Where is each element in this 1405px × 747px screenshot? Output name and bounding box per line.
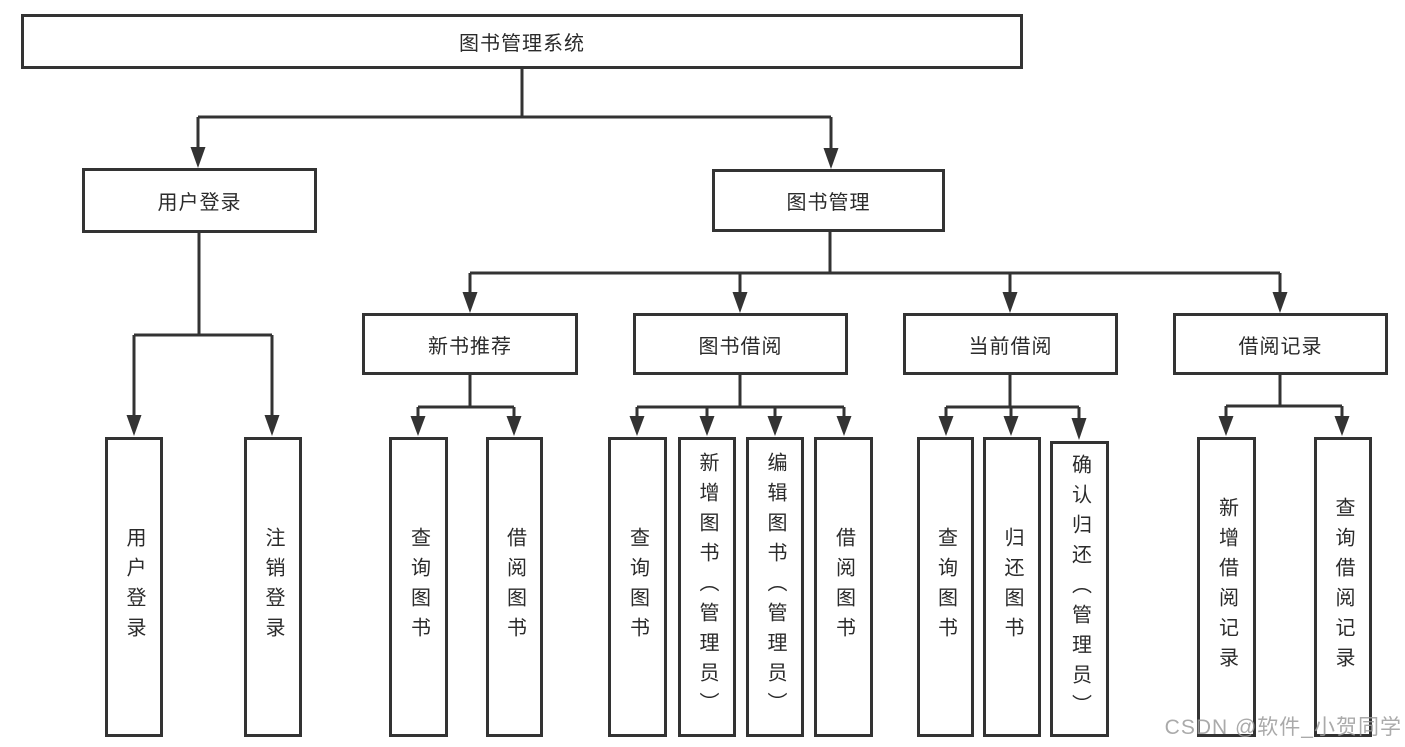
leaf-edit-books-admin-label: 编辑图书（管理员） bbox=[764, 452, 786, 722]
node-library-management-system: 图书管理系统 bbox=[21, 14, 1023, 69]
leaf-current-query-books: 查询图书 bbox=[917, 437, 974, 737]
leaf-query-borrow-record: 查询借阅记录 bbox=[1314, 437, 1372, 737]
leaf-borrow-books: 借阅图书 bbox=[814, 437, 873, 737]
node-user-login: 用户登录 bbox=[82, 168, 317, 233]
node-book-management: 图书管理 bbox=[712, 169, 945, 232]
leaf-add-books-admin-label: 新增图书（管理员） bbox=[696, 452, 718, 722]
node-book-borrow: 图书借阅 bbox=[633, 313, 848, 375]
leaf-edit-books-admin: 编辑图书（管理员） bbox=[746, 437, 804, 737]
node-new-book-recommend: 新书推荐 bbox=[362, 313, 578, 375]
leaf-query-borrow-record-label: 查询借阅记录 bbox=[1332, 497, 1354, 677]
node-borrow-record: 借阅记录 bbox=[1173, 313, 1388, 375]
leaf-newbook-borrow-books: 借阅图书 bbox=[486, 437, 543, 737]
leaf-return-books-label: 归还图书 bbox=[1001, 527, 1023, 647]
leaf-newbook-query-books: 查询图书 bbox=[389, 437, 448, 737]
node-current-borrow: 当前借阅 bbox=[903, 313, 1118, 375]
leaf-user-login: 用户登录 bbox=[105, 437, 163, 737]
leaf-logout: 注销登录 bbox=[244, 437, 302, 737]
watermark: CSDN @软件_小贺同学 bbox=[1164, 716, 1402, 739]
leaf-add-borrow-record-label: 新增借阅记录 bbox=[1215, 497, 1238, 677]
leaf-newbook-borrow-books-label: 借阅图书 bbox=[503, 527, 526, 647]
leaf-confirm-return-admin: 确认归还（管理员） bbox=[1050, 441, 1109, 737]
leaf-return-books: 归还图书 bbox=[983, 437, 1041, 737]
leaf-borrow-books-label: 借阅图书 bbox=[832, 527, 855, 647]
leaf-borrow-query-books: 查询图书 bbox=[608, 437, 667, 737]
leaf-logout-label: 注销登录 bbox=[262, 527, 284, 647]
leaf-newbook-query-books-label: 查询图书 bbox=[407, 527, 430, 647]
leaf-add-borrow-record: 新增借阅记录 bbox=[1197, 437, 1256, 737]
leaf-borrow-query-books-label: 查询图书 bbox=[626, 527, 649, 647]
leaf-confirm-return-admin-label: 确认归还（管理员） bbox=[1068, 454, 1091, 724]
leaf-user-login-label: 用户登录 bbox=[123, 527, 145, 647]
leaf-current-query-books-label: 查询图书 bbox=[934, 527, 957, 647]
leaf-add-books-admin: 新增图书（管理员） bbox=[678, 437, 736, 737]
